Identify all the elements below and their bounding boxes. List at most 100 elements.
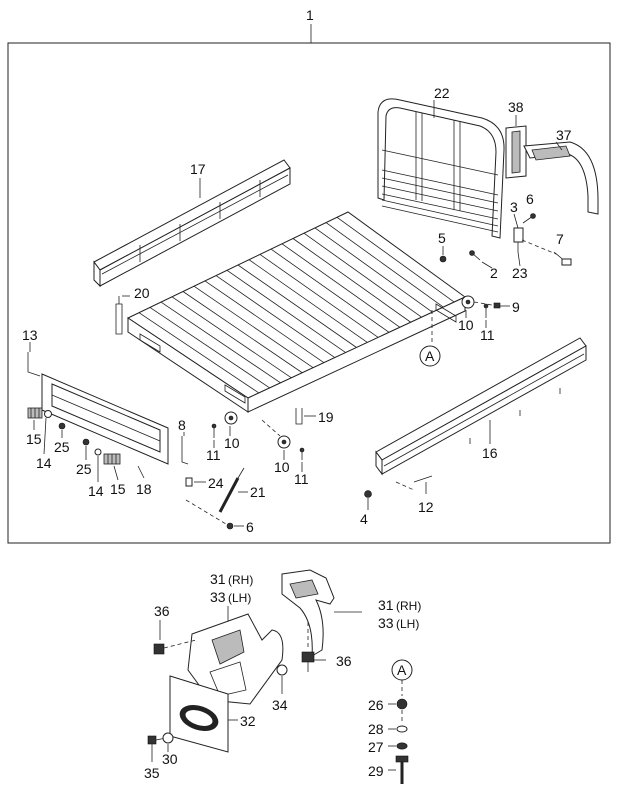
pin-14-right — [94, 448, 102, 456]
nut-26 — [396, 698, 408, 710]
callout-8: 8 — [178, 417, 186, 433]
strut-21 — [218, 467, 245, 513]
callout-16: 16 — [482, 445, 498, 461]
reference-marker-a: A — [419, 345, 441, 367]
callout-11-center-left: 11 — [206, 447, 221, 463]
bracket-38 — [505, 125, 527, 179]
callout-36-right: 36 — [336, 653, 352, 669]
mudguard-bracket-left — [187, 613, 284, 705]
callout-17: 17 — [190, 161, 206, 177]
callout-11-center: 11 — [294, 471, 309, 487]
hinge-10-center — [277, 435, 291, 449]
callout-36-left: 36 — [154, 603, 170, 619]
latch-3 — [513, 227, 524, 252]
callout-34: 34 — [272, 697, 288, 713]
svg-text:A: A — [397, 662, 407, 678]
callout-10-center-left: 10 — [224, 435, 240, 451]
floor-slat — [204, 280, 325, 363]
lh-tag-left: (LH) — [228, 591, 251, 605]
svg-text:A: A — [425, 348, 435, 364]
bracket-19 — [295, 408, 303, 425]
washer-30 — [162, 732, 174, 744]
floor-slat — [281, 243, 401, 328]
callout-27: 27 — [368, 739, 384, 755]
bolt-11-right — [483, 303, 489, 318]
nut-5 — [439, 255, 447, 263]
callout-3: 3 — [510, 199, 518, 215]
bolt-11-center — [299, 447, 305, 460]
floor-slat — [193, 285, 314, 369]
callout-23: 23 — [512, 265, 528, 281]
callout-31-right: 31 — [378, 597, 394, 613]
washer-27 — [396, 742, 408, 750]
spring-15-right — [103, 453, 121, 465]
callout-35: 35 — [144, 765, 160, 781]
callout-19: 19 — [318, 409, 334, 425]
callout-15-left: 15 — [26, 431, 42, 447]
bolt-9 — [473, 301, 501, 309]
hinge-10-right — [461, 295, 475, 309]
callout-29: 29 — [368, 763, 384, 779]
lh-tag-right: (LH) — [396, 617, 419, 631]
callout-5: 5 — [438, 230, 446, 246]
callout-38: 38 — [508, 99, 524, 115]
bolt-6-upper — [522, 213, 536, 224]
floor-slat — [336, 216, 455, 303]
callout-4: 4 — [360, 511, 368, 527]
floor-slat — [138, 312, 260, 394]
callout-26: 26 — [368, 697, 384, 713]
spring-15-left — [27, 407, 43, 419]
callout-30: 30 — [162, 751, 178, 767]
reference-marker-a-detail: A — [391, 659, 413, 681]
callout-33-right: 33 — [378, 615, 394, 631]
guard-37 — [523, 141, 599, 215]
callout-2: 2 — [490, 265, 498, 281]
floor-slat — [325, 222, 444, 308]
rh-tag-right: (RH) — [396, 599, 421, 613]
callout-10-center: 10 — [274, 459, 290, 475]
bolt-2 — [469, 250, 481, 261]
callout-37: 37 — [556, 127, 572, 143]
callout-33-left: 33 — [210, 589, 226, 605]
callout-28: 28 — [368, 721, 384, 737]
hook-13 — [27, 352, 41, 377]
washer-28 — [396, 725, 408, 733]
side-gate-16 — [375, 337, 587, 476]
callout-22: 22 — [434, 85, 450, 101]
callout-32: 32 — [240, 713, 256, 729]
callout-18: 18 — [136, 481, 152, 497]
pin-12 — [413, 475, 433, 483]
bolt-29 — [395, 755, 409, 784]
callout-12: 12 — [418, 499, 434, 515]
floor-slat — [237, 264, 357, 348]
mudguard-bracket-right — [281, 569, 335, 657]
bolt-6-lower — [226, 522, 234, 530]
hinge-10-center-left — [224, 411, 238, 425]
tailgate-18 — [41, 373, 169, 465]
pin-14-left — [44, 410, 52, 418]
callout-15-right: 15 — [110, 481, 126, 497]
callout-1: 1 — [306, 7, 314, 23]
side-gate-17 — [93, 159, 291, 288]
floor-slat — [171, 296, 292, 379]
callout-24: 24 — [208, 475, 224, 491]
callout-10-right: 10 — [458, 317, 474, 333]
callout-14-right: 14 — [88, 483, 104, 499]
callout-13: 13 — [22, 327, 38, 343]
floor-slat — [226, 269, 346, 353]
hook-8 — [181, 436, 189, 465]
rh-tag-left: (RH) — [228, 573, 253, 587]
nut-34 — [276, 664, 288, 676]
floor-slat — [259, 254, 379, 338]
bolt-36-left — [153, 639, 197, 655]
mudflap-32 — [169, 675, 229, 753]
callout-6-lower: 6 — [246, 519, 254, 535]
nut-25-right — [82, 438, 90, 446]
floor-slat — [292, 238, 411, 323]
callout-14-left: 14 — [36, 455, 52, 471]
callout-6-upper: 6 — [526, 191, 534, 207]
hook-20 — [115, 296, 123, 335]
headboard-22 — [377, 98, 505, 239]
floor-slat — [303, 232, 422, 318]
